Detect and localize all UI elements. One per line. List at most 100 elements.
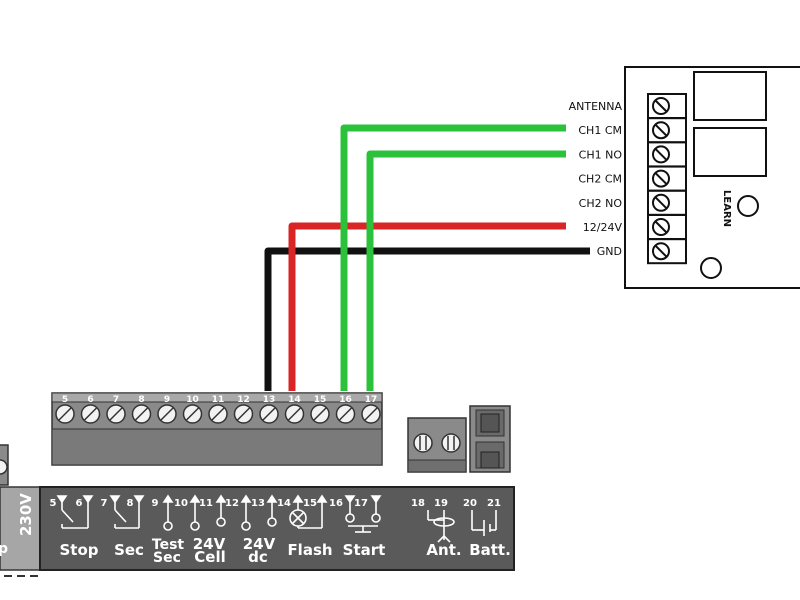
relay-2 (693, 127, 767, 177)
pin-number: 11 (199, 498, 213, 509)
test-sec-label-1: Test (152, 537, 185, 553)
receiver-terminal-label: CH1 CM (578, 124, 622, 137)
pin-number: 12 (225, 498, 239, 509)
terminal-number: 8 (138, 395, 144, 405)
pin-number: 14 (277, 498, 291, 509)
wire-12-24v-red (288, 222, 566, 391)
screw-slot (185, 407, 200, 421)
screw-slot (654, 244, 668, 258)
pin-number: 17 (354, 498, 368, 509)
screw-slot (83, 407, 98, 421)
dc-supply-icon (240, 494, 278, 531)
receiver-module: LEARN ANTENNA CH1 CM CH1 NO CH2 CM CH2 NO 12/… (569, 66, 800, 289)
pin-number: 6 (76, 498, 83, 509)
screw-slot (364, 407, 378, 421)
terminal-number: 14 (288, 395, 301, 405)
screw-slot (654, 147, 668, 162)
antenna-screw-1[interactable] (413, 433, 433, 453)
receiver-terminal-label: CH1 NO (579, 148, 623, 161)
pin-number: 9 (152, 498, 159, 509)
antenna-icon (427, 510, 455, 543)
terminal-number: 17 (365, 395, 378, 405)
battery-connector (469, 405, 511, 473)
pin-number: 19 (434, 498, 448, 509)
screw-slot (654, 196, 668, 210)
start-pushbutton-icon (344, 495, 382, 533)
terminal-number: 13 (263, 395, 276, 405)
voltage-label: 230V (17, 493, 35, 536)
pin-number: 7 (101, 498, 108, 509)
terminal-number: 7 (113, 395, 119, 405)
screw-slot (109, 407, 123, 421)
terminal-number: 11 (212, 395, 225, 405)
pin-number: 13 (251, 498, 265, 509)
wire-gnd-black (264, 247, 590, 391)
pin-number: 16 (329, 498, 343, 509)
edge-label: p (0, 541, 8, 557)
screw-slot (58, 407, 72, 421)
pin-number: 18 (411, 498, 425, 509)
led-indicator (700, 257, 722, 279)
cell-supply-icon (189, 494, 227, 531)
receiver-terminal-label: ANTENNA (569, 100, 623, 113)
stop-label: Stop (59, 541, 98, 559)
receiver-terminal-label: CH2 NO (579, 197, 623, 210)
screw-slot (338, 407, 353, 421)
control-board-labels: Stop Sec Test Sec 24V Cell 24V dc Flash … (59, 535, 510, 566)
pin-number: 8 (127, 498, 134, 509)
learn-label: LEARN (721, 190, 732, 227)
learn-button[interactable] (737, 195, 759, 217)
flash-lamp-icon (289, 494, 328, 529)
terminal-block-screws (55, 404, 381, 424)
receiver-terminal-labels: ANTENNA CH1 CM CH1 NO CH2 CM CH2 NO 12/24V GND (569, 100, 623, 258)
dc-label-1: 24V (243, 535, 276, 553)
antenna-connector (407, 417, 467, 473)
receiver-terminal-label: CH2 CM (578, 173, 622, 186)
screw-slot (211, 407, 225, 421)
screw-slot (654, 99, 668, 113)
receiver-terminal-strip (647, 93, 687, 265)
screw-slot (654, 220, 668, 234)
test-sec-label-2: Sec (153, 550, 181, 566)
terminal-number: 9 (164, 395, 170, 405)
screw-slot (134, 407, 149, 421)
relay-1 (693, 71, 767, 121)
cell-label-2: Cell (194, 548, 225, 566)
screw-slot (654, 171, 668, 186)
wire-ch1-no-green (366, 150, 566, 391)
batt-label: Batt. (469, 541, 511, 559)
screw-slot (287, 407, 302, 421)
terminal-number: 16 (339, 395, 352, 405)
terminal-number: 15 (314, 395, 327, 405)
screw-slot (160, 407, 174, 421)
screw-slot (262, 407, 276, 421)
terminal-number: 6 (87, 395, 93, 405)
flash-label: Flash (287, 541, 332, 559)
test-sec-output-icon (162, 494, 174, 531)
pin-number: 15 (303, 498, 317, 509)
wire-ch1-cm-green (340, 124, 566, 391)
left-edge-connector (0, 444, 38, 577)
pin-number: 20 (463, 498, 477, 509)
antenna-screw-2[interactable] (441, 433, 461, 453)
battery-icon (471, 510, 497, 536)
screw-slot (236, 407, 251, 421)
sec-label: Sec (114, 541, 144, 559)
pin-number: 5 (50, 498, 57, 509)
screw-slot (654, 123, 668, 137)
dc-label-2: dc (248, 548, 268, 566)
receiver-terminal-label: GND (597, 245, 622, 258)
stop-contact-icon (56, 495, 94, 529)
control-board-symbols (56, 494, 497, 543)
start-label: Start (343, 541, 386, 559)
cell-label-1: 24V (193, 535, 226, 553)
receiver-terminal-label: 12/24V (583, 221, 623, 234)
wires (264, 124, 590, 391)
terminal-number: 5 (62, 395, 68, 405)
pin-number: 10 (174, 498, 188, 509)
